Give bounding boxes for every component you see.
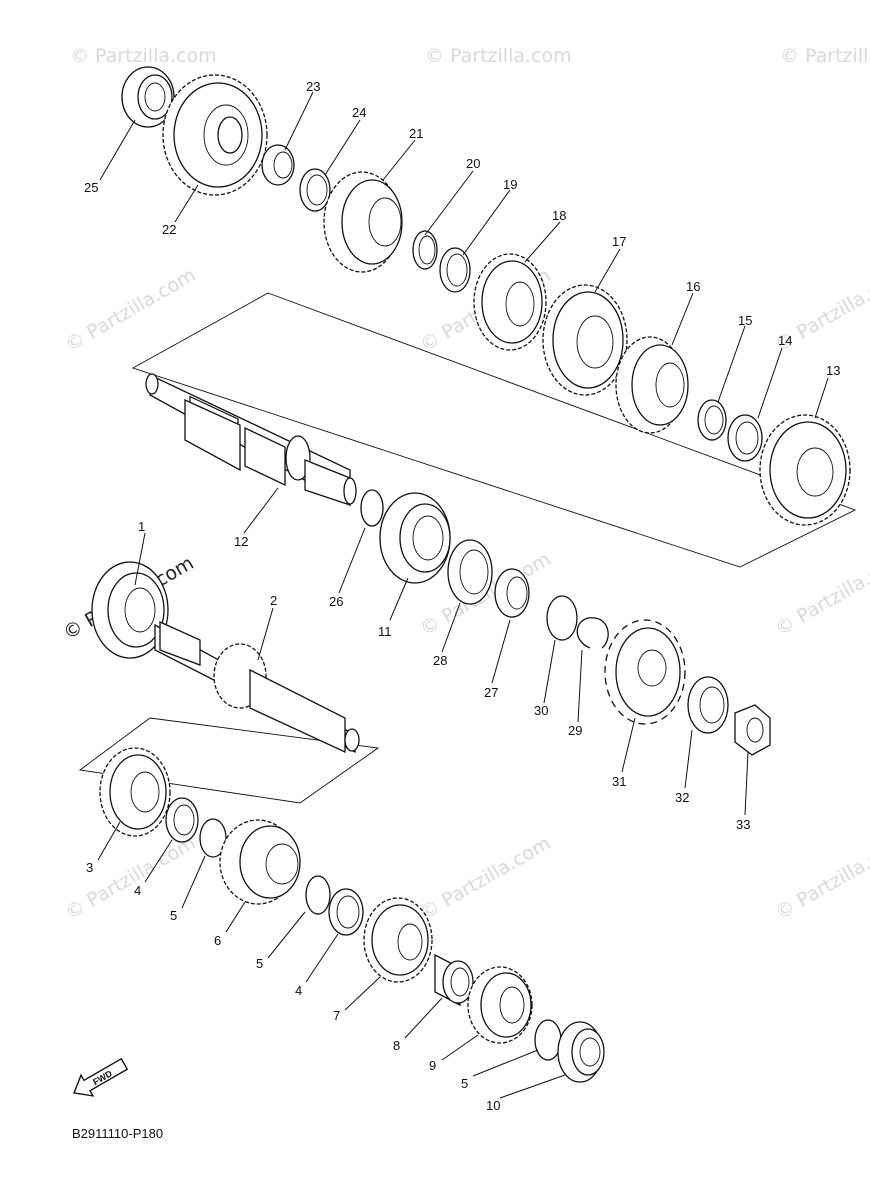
part-23-collar [261,144,295,186]
callout-label: 16 [686,279,700,294]
part-5-circlip [305,875,331,915]
callout-label: 2 [270,593,277,608]
part-29-circlip [576,617,609,649]
part-5-circlip [534,1019,562,1061]
callout-label: 14 [778,333,792,348]
watermark-text: © Partzilla.com [417,832,555,924]
part-25-bearing [121,66,175,128]
callout-label: 10 [486,1098,500,1113]
callout-label: 6 [214,933,221,948]
part-24-washer [299,168,331,212]
callout-label: 28 [433,653,447,668]
part-30-ring [546,595,578,641]
callout-label: 20 [466,156,480,171]
part-2-main-axle [154,620,360,754]
part-9-gear [467,966,533,1044]
callout-label: 23 [306,79,320,94]
part-8-bearing [434,953,474,1007]
callout-label: 5 [170,908,177,923]
callout-label: 29 [568,723,582,738]
callout-labels: 1 2 3 4 5 6 5 4 7 8 9 5 10 11 12 13 14 1… [84,79,840,1113]
callout-label: 24 [352,105,366,120]
callout-label: 31 [612,774,626,789]
part-33-nut [734,704,771,756]
part-15-circlip [697,399,727,441]
part-12-drive-axle [145,373,357,507]
watermark-text: © Partzilla.com [70,45,217,67]
part-27-collar [494,568,530,618]
callout-label: 22 [162,222,176,237]
callout-label: 21 [409,126,423,141]
watermark-text: © Partzilla.com [772,832,870,924]
part-22-gear [162,74,268,196]
callout-label: 11 [378,624,392,639]
callout-label: 26 [329,594,343,609]
part-14-washer [727,414,763,462]
part-28-oil-seal [447,539,493,605]
part-20-circlip [412,230,438,270]
callout-label: 15 [738,313,752,328]
callout-label: 1 [138,519,145,534]
part-3-gear [99,747,171,837]
part-10-bearing [557,1021,605,1083]
main-axle-group-outline [131,292,857,568]
part-4-washer [328,888,364,936]
part-16-gear [615,336,689,434]
callout-label: 9 [429,1058,436,1073]
callout-label: 30 [534,703,548,718]
diagram-code: B2911110-P180 [72,1126,163,1141]
callout-label: 25 [84,180,98,195]
callout-label: 5 [461,1076,468,1091]
part-26-o-ring [360,489,384,527]
part-19-washer [439,247,471,293]
callout-label: 27 [484,685,498,700]
callout-label: 5 [256,956,263,971]
part-17-gear [542,284,628,396]
part-1-bearing [91,561,169,659]
callout-label: 4 [295,983,302,998]
callout-label: 32 [675,790,689,805]
fwd-arrow-icon: FWD [73,1057,129,1097]
part-32-lock-washer [687,676,729,734]
part-5-circlip [199,818,227,858]
callout-label: 7 [333,1008,340,1023]
callout-label: 4 [134,883,141,898]
part-13-gear [759,414,851,526]
watermark-text: © Partzilla.com [62,832,200,924]
part-7-gear [363,897,433,983]
callout-label: 17 [612,234,626,249]
part-11-bearing [379,492,451,584]
callout-label: 12 [234,534,248,549]
watermark-text: © Partzilla.com [772,548,870,640]
callout-label: 33 [736,817,750,832]
part-31-sprocket [604,619,686,725]
part-4-washer [165,797,199,843]
callout-label: 8 [393,1038,400,1053]
callout-label: 3 [86,860,93,875]
callout-label: 13 [826,363,840,378]
drive-axle-group-outline [78,717,380,804]
watermark-text: © Partzilla.com [425,45,572,67]
leader-lines [97,91,829,1099]
watermark-text: © Partzilla.com [780,45,870,67]
callout-label: 18 [552,208,566,223]
part-6-gear [219,819,301,905]
part-18-gear [473,253,547,351]
part-21-gear [323,171,403,273]
callout-label: 19 [503,177,517,192]
